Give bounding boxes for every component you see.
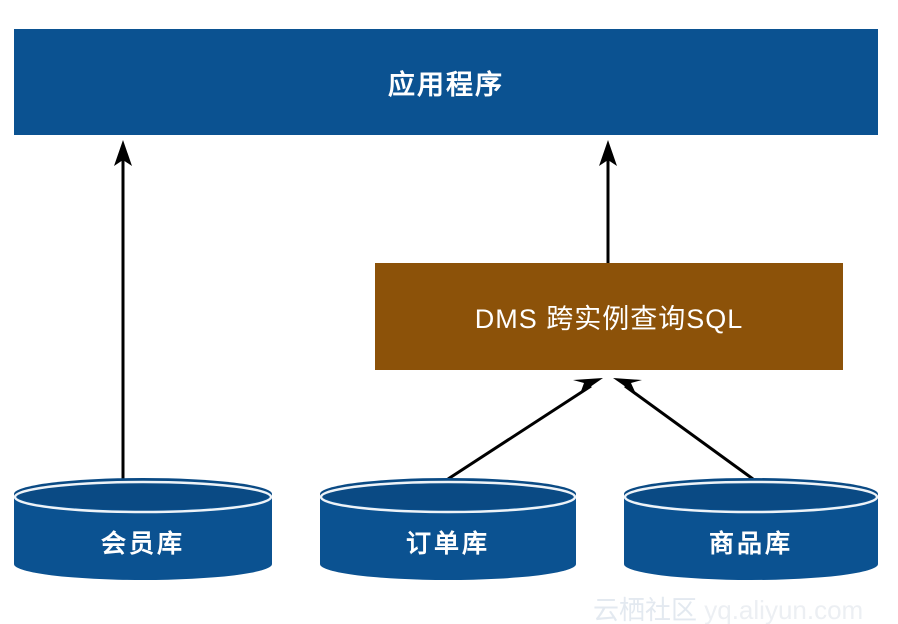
arrow-order-db-to-dms [447, 378, 603, 481]
node-dms-query[interactable]: DMS 跨实例查询SQL [375, 263, 843, 370]
arrow-member-db-to-application [114, 140, 132, 487]
node-database-member[interactable]: 会员库 [13, 478, 273, 580]
node-application[interactable]: 应用程序 [14, 29, 878, 135]
watermark-url: yq.aliyun.com [704, 595, 864, 624]
watermark-site-name: 云栖社区 [593, 595, 698, 624]
cylinder-shape-product [623, 478, 879, 580]
arrow-product-db-to-dms [613, 378, 754, 481]
node-database-product[interactable]: 商品库 [623, 478, 879, 580]
node-application-label: 应用程序 [388, 69, 504, 100]
arrow-dms-to-application [599, 140, 617, 263]
cylinder-shape-member [13, 478, 273, 580]
node-database-order[interactable]: 订单库 [319, 478, 577, 580]
cylinder-shape-order [319, 478, 577, 580]
watermark: 云栖社区 yq.aliyun.com [593, 590, 863, 624]
node-dms-query-label: DMS 跨实例查询SQL [474, 304, 744, 334]
